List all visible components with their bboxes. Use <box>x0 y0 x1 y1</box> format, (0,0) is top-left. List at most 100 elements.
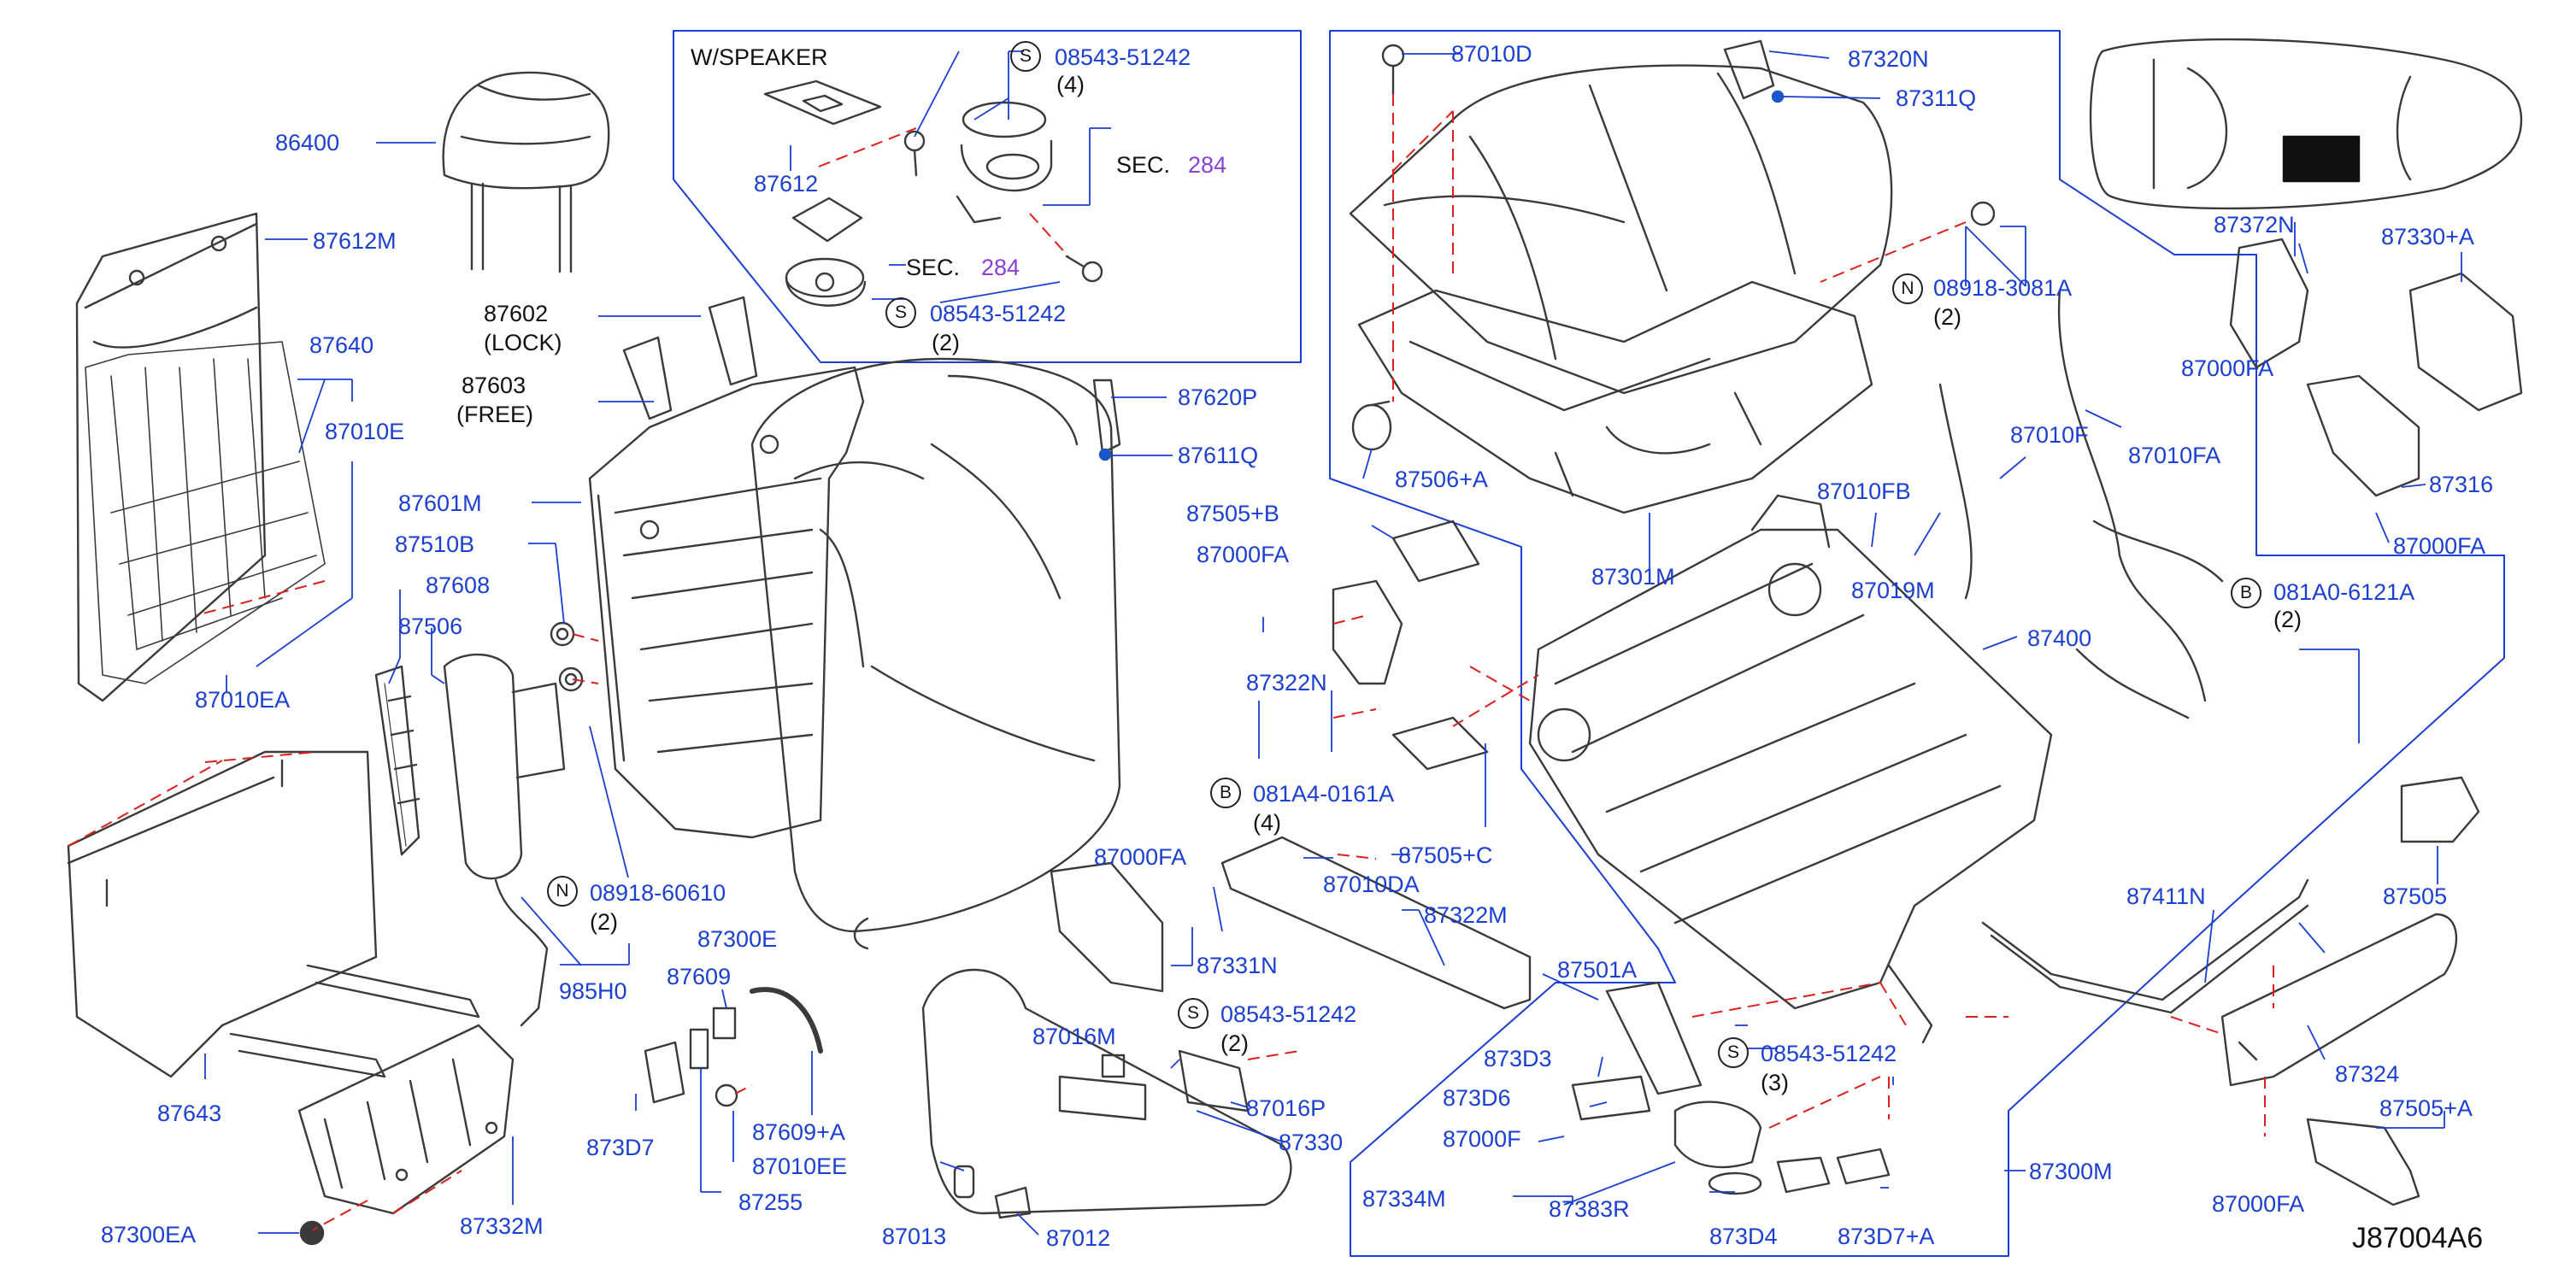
label-87506A: 87506+A <box>1395 467 1488 492</box>
label-87611Q: 87611Q <box>1178 443 1259 468</box>
seatback-frame-87601M <box>588 366 865 839</box>
cushion-87320N <box>1349 39 1893 395</box>
label-87383R: 87383R <box>1549 1196 1630 1222</box>
label-87010E: 87010E <box>325 419 405 444</box>
label-87000F: 87000F <box>1443 1126 1521 1152</box>
diagram-code: J87004A6 <box>2352 1222 2484 1254</box>
label-87505C: 87505+C <box>1398 842 1493 868</box>
part-873D6 <box>1571 1075 1651 1121</box>
assembly-lines <box>68 94 2274 1231</box>
label-87000FA-b: 87000FA <box>1094 844 1187 870</box>
label-87311Q: 87311Q <box>1896 85 1977 111</box>
label-87324: 87324 <box>2335 1061 2400 1087</box>
screw-87300EA <box>299 1220 325 1246</box>
part-87255 <box>689 1028 709 1070</box>
callout-s-circle-1: S <box>1010 41 1041 72</box>
accent-dot-2 <box>1771 90 1785 103</box>
label-87505B: 87505+B <box>1186 501 1279 526</box>
cushion-pan-87301M <box>1357 280 1873 514</box>
seal-873D4 <box>1708 1171 1762 1195</box>
callout-s-circle-3: S <box>1178 998 1209 1029</box>
speaker-screws <box>903 130 1103 283</box>
label-87010EA: 87010EA <box>195 687 291 713</box>
label-86400: 86400 <box>275 130 340 156</box>
label-87300M: 87300M <box>2029 1159 2113 1184</box>
label-87322M: 87322M <box>1424 902 1508 928</box>
side-bracket-87608 <box>374 665 421 856</box>
label-sec-1: SEC. <box>1116 152 1171 178</box>
label-873D7: 873D7 <box>586 1135 655 1160</box>
label-87322N: 87322N <box>1246 670 1327 696</box>
label-87620P: 87620P <box>1178 385 1258 410</box>
label-081A0: 081A0-6121A <box>2273 579 2415 605</box>
label-87010FB: 87010FB <box>1817 478 1911 504</box>
side-trim-87330 <box>921 969 1292 1215</box>
label-87013: 87013 <box>882 1224 947 1249</box>
speaker-inset-box <box>673 30 1302 363</box>
callout-n-circle-2: N <box>1892 273 1923 304</box>
clip-87300E <box>853 917 869 950</box>
label-87012: 87012 <box>1046 1225 1111 1251</box>
label-87643: 87643 <box>157 1101 222 1126</box>
part-873D7 <box>644 1041 685 1104</box>
label-873D4: 873D4 <box>1709 1224 1778 1249</box>
label-87016P: 87016P <box>1246 1095 1326 1121</box>
label-87000FA-a: 87000FA <box>1197 542 1290 567</box>
part-873D3 <box>1605 981 1703 1095</box>
cushion-inset-box <box>1329 30 2505 1257</box>
rail-87411N <box>1981 878 2309 1014</box>
nut-08918-3081A <box>1970 201 1996 226</box>
label-87000FA-c: 87000FA <box>2181 355 2274 381</box>
label-08543-a: 08543-51242 <box>1055 44 1191 70</box>
clip-87010D <box>1381 44 1405 68</box>
callout-b-circle-2: B <box>2231 578 2261 608</box>
cover-87505B <box>1391 520 1480 583</box>
label-87612: 87612 <box>754 171 819 197</box>
clip-87010EE <box>715 1083 738 1107</box>
callout-b-circle-1: B <box>1210 778 1241 808</box>
label-lock: (LOCK) <box>484 330 562 355</box>
label-87016M: 87016M <box>1032 1024 1116 1049</box>
callout-s-circle-2: S <box>885 297 916 328</box>
label-qty-n2: (2) <box>1933 304 1961 330</box>
label-87316: 87316 <box>2429 472 2494 497</box>
label-qty-n1: (2) <box>590 909 618 935</box>
seat-location-marker <box>2282 135 2361 183</box>
part-873D7A <box>1836 1148 1891 1185</box>
cover-87372N <box>2229 238 2309 369</box>
label-08543-b: 08543-51242 <box>930 301 1067 326</box>
label-87332M: 87332M <box>460 1213 544 1239</box>
cover-87331N <box>1050 861 1164 993</box>
label-87330: 87330 <box>1279 1130 1344 1155</box>
airbag-module-87506 <box>443 653 566 1027</box>
label-87334M: 87334M <box>1362 1186 1446 1212</box>
label-sec-2: SEC. <box>906 255 961 280</box>
clip-87506A <box>1351 403 1392 451</box>
label-87609A: 87609+A <box>752 1119 845 1145</box>
cover-87505A <box>2306 1118 2420 1206</box>
cover-87322N <box>1332 579 1403 685</box>
seat-frame-87400 <box>1528 494 2053 1044</box>
motor-87383R <box>1673 1101 1762 1169</box>
lower-cover-87332M <box>297 1024 515 1215</box>
label-87505A: 87505+A <box>2379 1095 2473 1121</box>
label-873D6: 873D6 <box>1443 1085 1511 1111</box>
callout-s-circle-4: S <box>1718 1037 1749 1068</box>
label-w-speaker: W/SPEAKER <box>691 44 828 70</box>
seatback-pad-87640 <box>85 341 326 684</box>
part-87609 <box>712 1007 737 1040</box>
speaker-unit-upper <box>956 101 1053 224</box>
seatback-board-87612M <box>75 212 267 702</box>
label-87300EA: 87300EA <box>101 1222 197 1247</box>
cover-87330A <box>2408 272 2523 412</box>
label-free: (FREE) <box>456 402 533 427</box>
label-87608: 87608 <box>426 572 491 598</box>
label-87372N: 87372N <box>2214 212 2295 238</box>
label-sec-2-num: 284 <box>981 255 1020 280</box>
label-qty-s4: (3) <box>1761 1070 1789 1095</box>
headrest-86400 <box>442 71 610 273</box>
bar-87322M <box>1220 836 1532 1010</box>
label-873D3: 873D3 <box>1484 1046 1552 1071</box>
